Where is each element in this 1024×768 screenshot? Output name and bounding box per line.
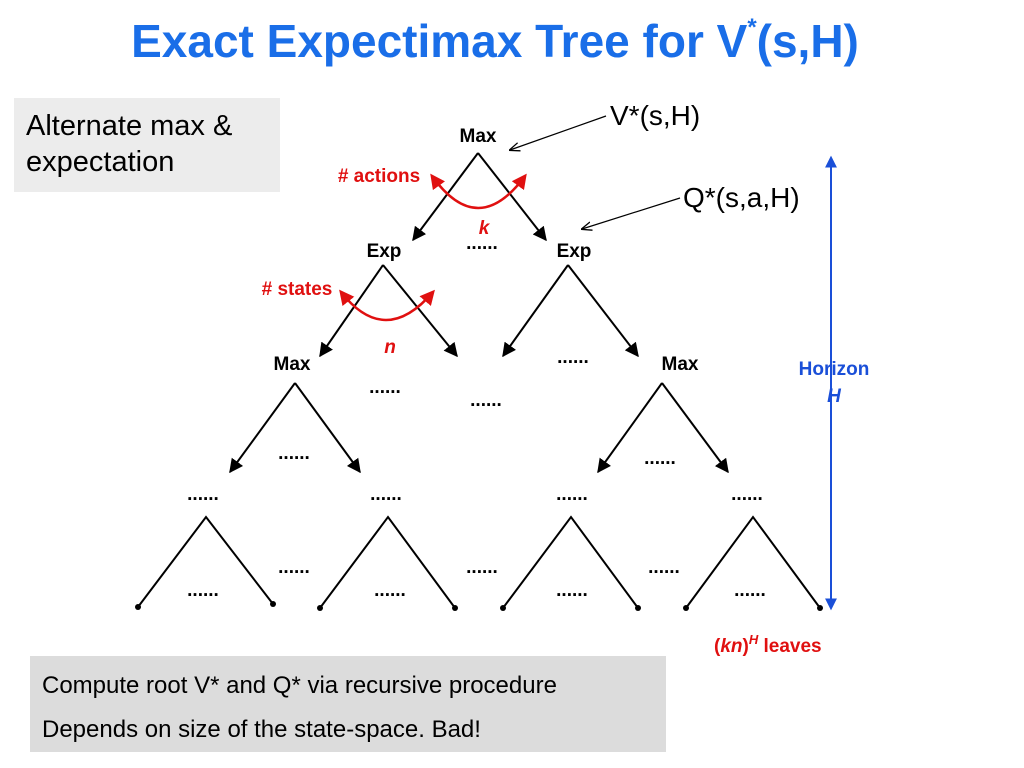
states-arc (339, 289, 435, 322)
leaves-base: kn (720, 636, 742, 657)
leaves-count: (kn)H leaves (714, 632, 822, 657)
ellipsis: ...... (370, 484, 402, 505)
leaf-dot (317, 605, 323, 611)
ellipsis: ...... (278, 557, 310, 578)
edge-maxr-left (597, 382, 663, 474)
edge-root-right (477, 152, 547, 242)
ellipsis: ...... (648, 557, 680, 578)
edge-expr-left (502, 264, 569, 358)
node-max-left: Max (274, 354, 311, 375)
leaves-exponent: H (749, 632, 759, 647)
leaf-dot (270, 601, 276, 607)
actions-symbol: k (479, 218, 491, 239)
leaf-triangle-3 (502, 515, 639, 609)
horizon-label: Horizon (799, 359, 870, 380)
actions-arc (430, 173, 527, 210)
callout-q-arrow (582, 197, 681, 229)
slide-title: Exact Expectimax Tree for V*(s,H) (0, 14, 990, 68)
callout-root-value: V*(s,H) (610, 100, 700, 131)
leaf-triangle-2 (319, 515, 456, 609)
ellipsis: ...... (556, 484, 588, 505)
actions-label: # actions (338, 166, 420, 187)
states-label: # states (262, 279, 333, 300)
node-exp-left: Exp (367, 241, 402, 262)
callout-root-arrow (510, 115, 607, 150)
title-main: Exact Expectimax Tree for V (131, 15, 748, 67)
callout-q-value: Q*(s,a,H) (683, 182, 800, 213)
title-tail: (s,H) (756, 15, 859, 67)
ellipsis: ...... (187, 580, 219, 601)
node-exp-right: Exp (557, 241, 592, 262)
node-max-right: Max (662, 354, 699, 375)
ellipsis: ...... (731, 484, 763, 505)
ellipsis: ...... (470, 390, 502, 411)
edge-expr-right (567, 264, 639, 358)
edge-maxr-right (661, 382, 729, 474)
leaf-dot (135, 604, 141, 610)
leaf-dot (817, 605, 823, 611)
leaf-dot (635, 605, 641, 611)
node-root-max: Max (460, 126, 497, 147)
ellipsis: ...... (557, 347, 589, 368)
ellipsis: ...... (278, 443, 310, 464)
note-line-1: Alternate max & (26, 110, 233, 142)
horizon-symbol: H (827, 386, 842, 407)
edge-expl-right (382, 264, 458, 358)
ellipsis: ...... (644, 448, 676, 469)
ellipsis: ...... (466, 557, 498, 578)
leaf-dot (452, 605, 458, 611)
ellipsis: ...... (374, 580, 406, 601)
note-line-2: expectation (26, 146, 175, 178)
leaf-dot (500, 605, 506, 611)
bottom-line-1: Compute root V* and Q* via recursive pro… (42, 672, 557, 699)
edge-expl-left (319, 264, 384, 358)
note-box: Alternate max & expectation (14, 98, 280, 192)
leaf-triangle-4 (685, 515, 821, 609)
ellipsis: ...... (187, 484, 219, 505)
title-superscript: * (747, 14, 757, 41)
leaves-suffix: leaves (758, 636, 821, 657)
edge-maxl-left (229, 382, 296, 474)
leaf-dot (683, 605, 689, 611)
edge-maxl-right (294, 382, 361, 474)
edge-root-left (412, 152, 479, 242)
ellipsis: ...... (466, 233, 498, 254)
leaves-paren-open: ( (714, 636, 721, 657)
leaves-paren-close: ) (743, 636, 749, 657)
ellipsis: ...... (734, 580, 766, 601)
bottom-box: Compute root V* and Q* via recursive pro… (30, 656, 666, 752)
ellipsis: ...... (556, 580, 588, 601)
leaf-triangle-1 (137, 515, 274, 608)
states-symbol: n (384, 337, 396, 358)
bottom-line-2: Depends on size of the state-space. Bad! (42, 716, 481, 743)
ellipsis: ...... (369, 377, 401, 398)
